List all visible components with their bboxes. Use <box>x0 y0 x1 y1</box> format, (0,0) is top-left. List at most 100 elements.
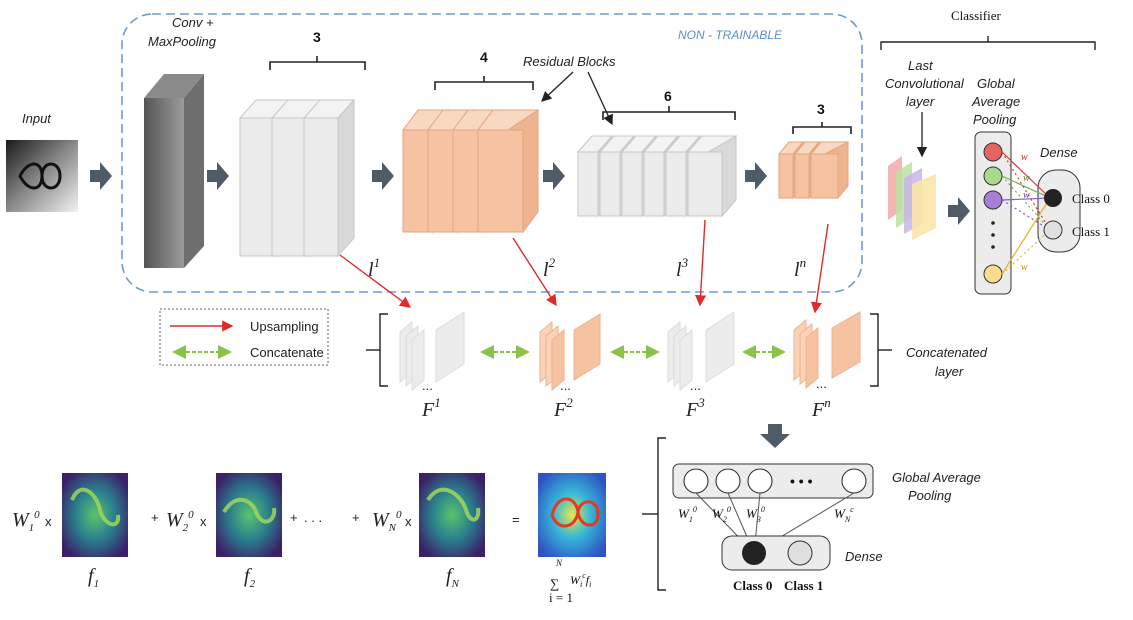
svg-text:+: + <box>290 510 298 525</box>
stage-4-blocks <box>777 140 850 200</box>
bottom-gap-label-1: Global Average <box>892 470 981 485</box>
flow-arrow-6 <box>948 197 970 225</box>
heatmap-f2 <box>216 473 282 557</box>
heatmap-fn <box>419 473 485 557</box>
svg-text:...: ... <box>422 378 433 393</box>
last-conv-maps <box>888 156 936 240</box>
non-trainable-label: NON - TRAINABLE <box>678 28 783 42</box>
upsampling-arrows <box>339 219 829 314</box>
svg-text:x: x <box>405 514 412 529</box>
stage-1-brace <box>269 56 366 70</box>
block-1-3 <box>302 98 356 258</box>
stage-4-count: 3 <box>817 101 825 117</box>
stage-2-count: 4 <box>480 49 488 65</box>
layer-label-n: l <box>794 259 800 281</box>
layer-label-3: l <box>676 259 682 281</box>
svg-text:x: x <box>45 514 52 529</box>
svg-text:N: N <box>555 558 563 568</box>
svg-text:Wicfi: Wicfi <box>570 571 591 589</box>
feature-label-1: F <box>421 399 435 421</box>
gap-label-2: Average <box>971 94 1020 109</box>
svg-text:ln: ln <box>794 255 806 281</box>
feature-map-f2 <box>539 313 601 392</box>
feature-label-n: F <box>811 399 825 421</box>
input-label: Input <box>22 111 52 126</box>
concat-bracket-right <box>870 313 879 387</box>
concat-label-2: layer <box>935 364 964 379</box>
dense-label: Dense <box>1040 145 1078 160</box>
svg-text:Fn: Fn <box>811 395 831 421</box>
bottom-bracket <box>657 437 666 591</box>
conv-label: Conv + <box>172 15 214 30</box>
svg-text:W20: W20 <box>712 505 731 524</box>
bottom-class0-node <box>742 541 766 565</box>
svg-text:F2: F2 <box>553 395 573 421</box>
class1-node <box>1043 220 1063 240</box>
svg-text:F3: F3 <box>685 395 705 421</box>
flow-arrows <box>90 162 970 448</box>
legend-concatenate-label: Concatenate <box>250 345 324 360</box>
bottom-gap-dots: • • • <box>790 473 813 489</box>
svg-text:W30: W30 <box>746 505 765 524</box>
infinity-shape-icon <box>18 162 62 190</box>
layer-label-2: l <box>543 259 549 281</box>
svg-text:w: w <box>1023 190 1030 201</box>
bottom-gap-label-2: Pooling <box>908 488 952 503</box>
svg-text:WNc: WNc <box>834 505 854 524</box>
flow-arrow-3 <box>372 162 394 190</box>
flow-arrow-2 <box>207 162 229 190</box>
svg-text:W20: W20 <box>166 509 194 534</box>
conv-block <box>144 74 204 268</box>
concat-label-1: Concatenated <box>906 345 988 360</box>
block-2-4 <box>477 109 539 234</box>
stage-3-count: 6 <box>664 88 672 104</box>
svg-text:l1: l1 <box>368 255 380 281</box>
stage-1-blocks <box>238 98 356 258</box>
dense-connections <box>1001 151 1051 275</box>
stage-2-brace <box>434 76 534 90</box>
bottom-dense-box <box>721 535 831 571</box>
layer-labels: l1 l2 l3 ln <box>368 255 806 281</box>
svg-text:W10: W10 <box>12 509 40 534</box>
bottom-class0-label: Class 0 <box>733 578 772 593</box>
layer-label-1: l <box>368 259 374 281</box>
class0-label: Class 0 <box>1072 191 1110 206</box>
classifier-label: Classifier <box>951 8 1001 23</box>
dense-column <box>1037 169 1081 253</box>
equation: W10 x f1 + W20 x f2 + . . . + WN0 x fN =… <box>12 473 606 605</box>
svg-text:+: + <box>352 510 360 525</box>
feature-map-fn <box>793 311 861 390</box>
feature-label-3: F <box>685 399 699 421</box>
svg-text:. . .: . . . <box>304 510 322 525</box>
legend-upsampling-label: Upsampling <box>250 319 319 334</box>
maxpool-label: MaxPooling <box>148 34 217 49</box>
svg-text:W10: W10 <box>678 505 697 524</box>
svg-text:+: + <box>151 510 159 525</box>
gap-nodes <box>983 142 1003 284</box>
cam-result-map <box>538 473 606 557</box>
svg-text:f2: f2 <box>244 565 256 590</box>
gap-label-3: Pooling <box>973 112 1017 127</box>
stage-4-brace <box>792 122 852 134</box>
feature-map-f3 <box>667 311 735 392</box>
top-weight-labels: w w w w <box>1021 152 1030 273</box>
svg-text:f1: f1 <box>88 565 99 590</box>
concat-bracket-left <box>379 313 388 387</box>
svg-text:w: w <box>1021 262 1028 273</box>
svg-text:w: w <box>1023 173 1030 184</box>
stage-3-blocks <box>576 134 738 218</box>
class0-node <box>1044 189 1062 207</box>
stage-2-blocks <box>402 108 539 234</box>
svg-text:w: w <box>1021 152 1028 163</box>
residual-arrow-2 <box>587 71 613 126</box>
svg-text:x: x <box>200 514 207 529</box>
last-conv-label-3: layer <box>906 94 935 109</box>
svg-text:...: ... <box>690 378 701 393</box>
last-conv-label-2: Convolutional <box>885 76 965 91</box>
flow-arrow-1 <box>90 162 112 190</box>
svg-text:l3: l3 <box>676 255 689 281</box>
svg-text:WN0: WN0 <box>372 509 402 534</box>
class1-label: Class 1 <box>1072 224 1110 239</box>
bottom-class1-label: Class 1 <box>784 578 823 593</box>
